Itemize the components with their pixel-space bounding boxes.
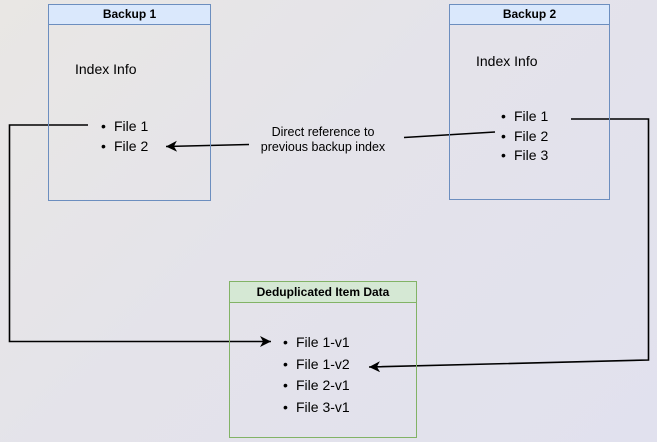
deduplicated-item-data-node: Deduplicated Item Data File 1-v1 File 1-… [229,281,417,438]
backup2-title: Backup 2 [450,5,609,25]
list-item: File 2 [101,137,148,157]
dedup-title: Deduplicated Item Data [230,282,416,303]
list-item: File 2-v1 [283,375,350,397]
direct-reference-line1: Direct reference to [271,125,375,139]
list-item: File 3-v1 [283,397,350,419]
list-item: File 1-v2 [283,354,350,376]
backup2-section-label: Index Info [476,53,538,69]
list-item: File 1-v1 [283,332,350,354]
list-item: File 2 [501,127,548,147]
backup1-title: Backup 1 [49,5,210,25]
list-item: File 3 [501,146,548,166]
direct-reference-label: Direct reference to previous backup inde… [233,125,413,155]
backup1-section-label: Index Info [75,61,137,77]
backup2-file-list: File 1 File 2 File 3 [501,107,548,166]
dedup-file-list: File 1-v1 File 1-v2 File 2-v1 File 3-v1 [283,332,350,418]
direct-reference-line2: previous backup index [260,140,386,154]
list-item: File 1 [101,117,148,137]
backup1-node: Backup 1 Index Info File 1 File 2 [48,4,211,201]
backup2-node: Backup 2 Index Info File 1 File 2 File 3 [449,4,610,200]
list-item: File 1 [501,107,548,127]
backup1-file-list: File 1 File 2 [101,117,148,156]
